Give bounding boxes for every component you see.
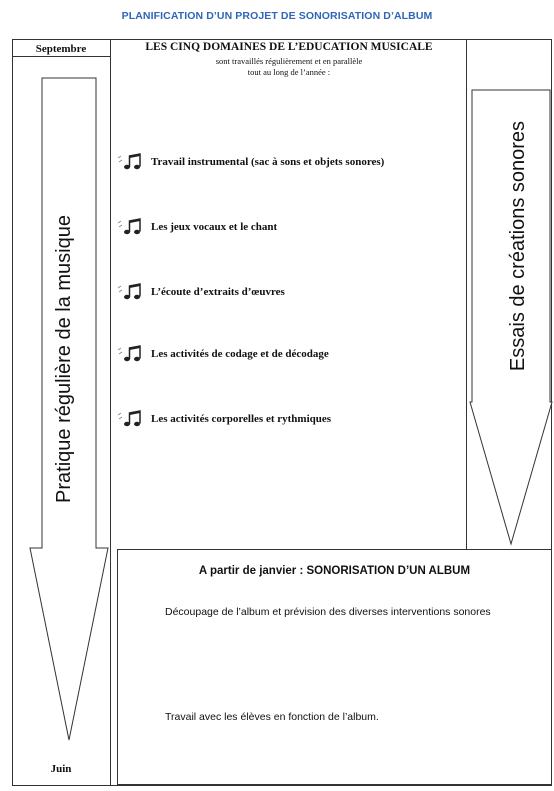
left-timeline-arrow	[29, 77, 109, 741]
left-arrow-label: Pratique régulière de la musique	[53, 215, 75, 503]
domain-item-label: L’écoute d’extraits d’œuvres	[151, 286, 285, 298]
domain-item: Travail instrumental (sac à sons et obje…	[115, 152, 384, 172]
planning-frame	[12, 39, 552, 786]
right-creation-arrow	[469, 89, 553, 546]
domain-item-label: Travail instrumental (sac à sons et obje…	[151, 156, 385, 168]
album-section-box	[117, 549, 552, 785]
domain-item: Les activités de codage et de décodage	[115, 344, 329, 364]
album-section-title: A partir de janvier : SONORISATION D’UN …	[198, 565, 471, 577]
music-notes-icon	[117, 410, 141, 427]
music-notes-icon	[117, 345, 141, 362]
domain-item-label: Les activités corporelles et rythmiques	[151, 413, 332, 425]
month-start-label: Septembre	[35, 43, 87, 55]
page-title: PLANIFICATION D’UN PROJET DE SONORISATIO…	[121, 10, 433, 22]
domain-item-label: Les activités de codage et de décodage	[151, 348, 329, 360]
album-step-2: Travail avec les élèves en fonction de l…	[165, 711, 379, 723]
domain-item: Les activités corporelles et rythmiques	[115, 409, 331, 429]
domain-item: Les jeux vocaux et le chant	[115, 217, 277, 237]
header-separator	[12, 56, 110, 57]
album-step-1: Découpage de l’album et prévision des di…	[165, 606, 491, 618]
domain-item-label: Les jeux vocaux et le chant	[151, 221, 278, 233]
domains-title: LES CINQ DOMAINES DE L’EDUCATION MUSICAL…	[145, 41, 433, 53]
domain-item: L’écoute d’extraits d’œuvres	[115, 282, 285, 302]
domains-subtitle-line1: sont travaillés régulièrement et en para…	[215, 56, 363, 66]
music-notes-icon	[117, 218, 141, 235]
column-divider-right	[466, 39, 467, 549]
month-end-label: Juin	[50, 763, 72, 775]
music-notes-icon	[117, 283, 141, 300]
right-arrow-label: Essais de créations sonores	[507, 120, 529, 372]
music-notes-icon	[117, 153, 141, 170]
column-divider-left	[110, 39, 111, 786]
domains-subtitle-line2: tout au long de l’année :	[247, 67, 331, 77]
